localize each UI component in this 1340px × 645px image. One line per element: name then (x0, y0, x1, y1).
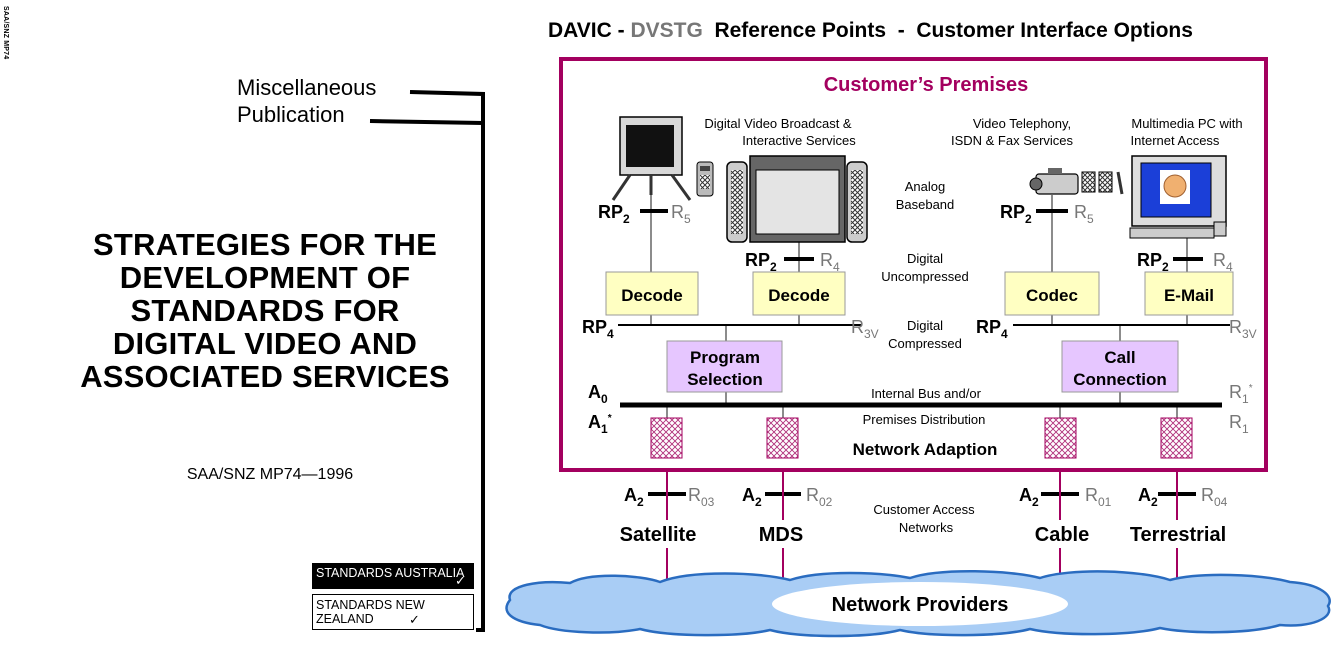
r-label: R04 (1201, 485, 1228, 509)
r-label: R5 (1074, 202, 1094, 226)
r-label: R02 (806, 485, 833, 509)
computer-icon (1129, 155, 1227, 239)
decode-label: Decode (768, 286, 829, 305)
network-name: Satellite (620, 524, 697, 546)
codec-label: Codec (1026, 286, 1078, 305)
television-set-icon (726, 155, 868, 243)
call-connection-box: Call Connection (1061, 340, 1179, 393)
misc-label-line2: Publication (237, 102, 345, 127)
rp-label: RP4 (582, 317, 614, 341)
premises-frame (559, 57, 1268, 472)
misc-label-line1: Miscellaneous (237, 75, 377, 100)
program-selection-box: Program Selection (666, 340, 783, 393)
call-connection-label-1: Call (1104, 348, 1135, 367)
r-label: R4 (1213, 250, 1233, 274)
r-label: R3V (851, 317, 879, 341)
adaption-module (650, 417, 683, 459)
video-camera-icon (1029, 168, 1124, 195)
cloud-label: Network Providers (832, 594, 1009, 616)
access-label-1: Customer Access (873, 502, 975, 517)
codec-box: Codec (1004, 271, 1100, 316)
rp-label: RP4 (976, 317, 1008, 341)
rp-label: RP2 (1000, 202, 1032, 226)
digital-comp-label-2: Compressed (888, 336, 962, 351)
title-line: DEVELOPMENT OF (119, 260, 411, 295)
digital-uncomp-label-1: Digital (907, 251, 943, 266)
email-label: E-Mail (1164, 286, 1214, 305)
a-label: A1* (588, 412, 612, 436)
dvb-label-2: Interactive Services (742, 133, 856, 148)
analog-label-2: Baseband (896, 197, 955, 212)
title-line: STRATEGIES FOR THE (92, 227, 438, 262)
network-name: Terrestrial (1130, 524, 1226, 546)
network-names: Satellite MDS Cable Terrestrial (620, 524, 1227, 546)
network-name: MDS (759, 524, 803, 546)
analog-label-1: Analog (905, 179, 945, 194)
vt-label-2: ISDN & Fax Services (951, 133, 1074, 148)
r-label: R4 (820, 250, 840, 274)
title-line: ASSOCIATED SERVICES (80, 359, 450, 394)
adaption-module (1160, 417, 1193, 459)
a-label: A2 (742, 485, 762, 509)
standards-australia-text: STANDARDS AUSTRALIA (316, 566, 465, 580)
title-line: DIGITAL VIDEO AND (112, 326, 418, 361)
rp-label: RP2 (1137, 250, 1169, 274)
rp-label: RP2 (598, 202, 630, 226)
adaption-module (1044, 417, 1077, 459)
standards-australia-logo: STANDARDS AUSTRALIA ✓ (312, 563, 474, 589)
adaption-module (766, 417, 799, 459)
program-selection-label-2: Selection (687, 370, 763, 389)
rp-label: RP2 (745, 250, 777, 274)
access-label-2: Networks (899, 520, 954, 535)
premises-title: Customer’s Premises (824, 74, 1029, 96)
network-providers-cloud: Network Providers (505, 570, 1331, 638)
r-label: R03 (688, 485, 715, 509)
program-selection-label-1: Program (690, 348, 760, 367)
digital-uncomp-label-2: Uncompressed (881, 269, 968, 284)
r-label: R01 (1085, 485, 1112, 509)
r-label: R1 (1229, 412, 1249, 436)
a-label: A2 (1019, 485, 1039, 509)
a-label: A2 (624, 485, 644, 509)
r-label: R1* (1229, 382, 1253, 406)
email-box: E-Mail (1144, 271, 1234, 316)
service-labels: Digital Video Broadcast & Interactive Se… (704, 116, 1242, 351)
side-code: SAA/SNZ MP74 (2, 6, 9, 60)
remote-control-icon (696, 161, 714, 197)
pc-label-2: Internet Access (1131, 133, 1220, 148)
call-connection-label-2: Connection (1073, 370, 1167, 389)
publication-title: STRATEGIES FOR THE DEVELOPMENT OF STANDA… (60, 228, 470, 393)
a-label: A0 (588, 382, 608, 406)
network-name: Cable (1035, 524, 1089, 546)
r-label: R5 (671, 202, 691, 226)
digital-comp-label-1: Digital (907, 318, 943, 333)
check-icon: ✓ (455, 573, 466, 588)
reference-labels: RP2 R5 RP2 R4 RP2 R5 RP2 R4 RP4 R3V RP4 … (582, 202, 1257, 509)
publication-number: SAA/SNZ MP74—1996 (186, 466, 354, 483)
check-icon: ✓ (409, 612, 420, 627)
bus-label-2: Premises Distribution (863, 412, 986, 427)
vt-label-1: Video Telephony, (973, 116, 1071, 131)
bus-label-1: Internal Bus and/or (871, 386, 982, 401)
tv-monitor-icon (611, 116, 692, 201)
pc-label-1: Multimedia PC with (1131, 116, 1242, 131)
standards-nz-text: STANDARDS NEW ZEALAND (316, 598, 425, 626)
decode-box-1: Decode (605, 271, 699, 316)
r-label: R3V (1229, 317, 1257, 341)
spine-lines (369, 90, 485, 632)
dvb-label-1: Digital Video Broadcast & (704, 116, 852, 131)
title-line: STANDARDS FOR (130, 293, 400, 328)
diagram-title: DAVIC - DVSTG Reference Points - Custome… (548, 19, 1193, 42)
standards-new-zealand-logo: STANDARDS NEW ZEALAND ✓ (312, 594, 474, 630)
decode-label: Decode (621, 286, 682, 305)
a-label: A2 (1138, 485, 1158, 509)
decode-box-2: Decode (752, 271, 846, 316)
network-adaption-modules (650, 417, 1193, 459)
network-adaption-label: Network Adaption (853, 440, 998, 459)
